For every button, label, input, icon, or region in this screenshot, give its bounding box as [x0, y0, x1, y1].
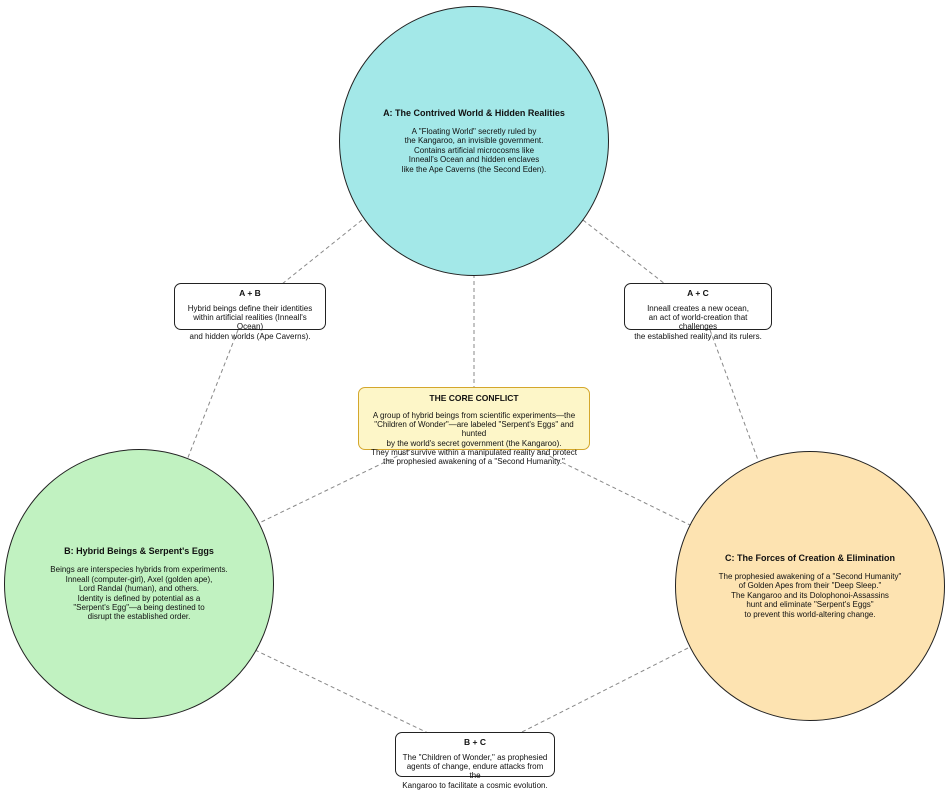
circle-a-contrived-world: A: The Contrived World & Hidden Realitie… [339, 6, 609, 276]
intersection-box-ac: A + C Inneall creates a new ocean, an ac… [624, 283, 772, 341]
circle-a-body: A "Floating World" secretly ruled by the… [401, 126, 547, 174]
connector-core-c [536, 449, 691, 526]
box-ac-title: A + C [687, 288, 709, 298]
circle-c-title: C: The Forces of Creation & Elimination [724, 552, 895, 563]
box-bc-body: The "Children of Wonder," as prophesied … [402, 753, 548, 790]
intersection-box-bc: B + C The "Children of Wonder," as proph… [395, 732, 555, 790]
box-ab-title: A + B [239, 288, 261, 298]
connector-a-ac [582, 219, 666, 285]
circle-b-title: B: Hybrid Beings & Serpent's Eggs [64, 546, 214, 557]
box-bc-title: B + C [464, 737, 486, 747]
core-body: A group of hybrid beings from scientific… [371, 411, 577, 467]
connector-c-bc [519, 647, 689, 734]
connector-core-b [254, 449, 411, 526]
connector-ac-c [709, 329, 759, 461]
connector-b-bc [254, 649, 429, 734]
connector-a-ab [281, 219, 363, 285]
intersection-box-ab: A + B Hybrid beings define their identit… [174, 283, 326, 341]
connector-ab-b [186, 329, 239, 461]
box-ab-body: Hybrid beings define their identities wi… [187, 304, 313, 341]
box-ac-body: Inneall creates a new ocean, an act of w… [634, 304, 762, 341]
circle-c-body: The prophesied awakening of a "Second Hu… [718, 571, 902, 619]
core-conflict-box: THE CORE CONFLICT A group of hybrid bein… [358, 387, 590, 466]
circle-b-body: Beings are interspecies hybrids from exp… [50, 565, 228, 622]
circle-c-forces: C: The Forces of Creation & Elimination … [675, 451, 945, 721]
core-title: THE CORE CONFLICT [429, 393, 519, 403]
circle-b-hybrid-beings: B: Hybrid Beings & Serpent's Eggs Beings… [4, 449, 274, 719]
circle-a-title: A: The Contrived World & Hidden Realitie… [383, 107, 565, 118]
